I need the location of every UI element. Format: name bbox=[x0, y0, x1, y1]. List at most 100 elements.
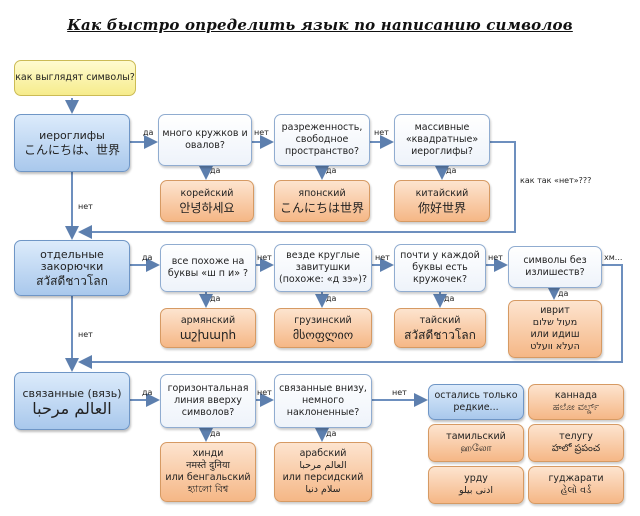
question-square: массивные «квадратные» иероглифы? bbox=[394, 114, 490, 166]
question-circles: много кружков и овалов? bbox=[158, 114, 252, 166]
question-text: почти у каждой буквы есть кружочек? bbox=[400, 250, 480, 285]
answer-armenian: армянский աշխարհ bbox=[160, 308, 256, 348]
answer-korean: корейский 안녕하세요 bbox=[160, 180, 254, 222]
yes-label: да bbox=[326, 294, 337, 303]
no-label: нет bbox=[257, 253, 272, 262]
answer-name: арабский bbox=[299, 448, 347, 459]
answer-name: тайский bbox=[419, 315, 461, 326]
answer-name: японский bbox=[298, 188, 346, 199]
answer-georgian: грузинский მსოფლიო bbox=[274, 308, 372, 348]
no-label: нет bbox=[488, 253, 503, 262]
answer-arabic: арабский العالم مرحبا или персидский سلا… bbox=[274, 442, 372, 502]
question-slanted: связанные внизу, немного наклоненные? bbox=[274, 374, 372, 428]
question-headline: горизонтальная линия вверху символов? bbox=[160, 374, 256, 428]
yes-label: да bbox=[326, 166, 337, 175]
answer-name: китайский bbox=[415, 188, 469, 199]
category-label: отдельные закорючки bbox=[40, 248, 104, 273]
yes-label: да bbox=[444, 294, 455, 303]
yes-label: да bbox=[446, 166, 457, 175]
start-label: как выглядят символы? bbox=[15, 72, 135, 83]
no-label: нет bbox=[374, 128, 389, 137]
how-no-label: как так «нет»??? bbox=[520, 176, 592, 185]
answer-name: тамильский bbox=[446, 431, 506, 442]
answer-sample: מעול שלום bbox=[532, 317, 578, 328]
rare-languages-node: остались только редкие... bbox=[428, 384, 524, 420]
no-label: нет bbox=[257, 388, 272, 397]
answer-japanese: японский こんにちは世界 bbox=[274, 180, 370, 222]
answer-sample: สวัสดีชาวโลก bbox=[404, 328, 476, 342]
answer-sample-alt: העלא וועלט bbox=[530, 341, 580, 352]
yes-label: да bbox=[143, 128, 154, 137]
question-letters: все похоже на буквы «ш п и» ? bbox=[160, 244, 256, 292]
answer-sample: ادنی بیلو bbox=[458, 485, 493, 496]
yes-label: да bbox=[142, 253, 153, 262]
category-sample: العالم مرحبا bbox=[32, 398, 112, 418]
no-label: нет bbox=[78, 202, 93, 211]
question-text: везде круглые завитушки (похоже: «д зэ»)… bbox=[278, 250, 367, 285]
category-ideograms: иероглифы こんにちは、世界 bbox=[14, 114, 130, 172]
answer-gujarati: гуджарати હેલો વર્ડ bbox=[528, 466, 624, 504]
answer-name: гуджарати bbox=[548, 473, 604, 484]
yes-label: да bbox=[326, 429, 337, 438]
answer-sample-alt: হ্যালো বিশ্ব bbox=[187, 484, 229, 495]
category-sample: こんにちは、世界 bbox=[23, 143, 120, 157]
answer-sample: ಹಲೋ ವರ್ಲ್ಡ್ bbox=[552, 402, 600, 413]
no-label: нет bbox=[392, 388, 407, 397]
question-loops: почти у каждой буквы есть кружочек? bbox=[394, 244, 486, 292]
answer-sample: 안녕하세요 bbox=[179, 201, 235, 215]
answer-name: каннада bbox=[554, 390, 598, 401]
category-cursive: связанные (вязь) العالم مرحبا bbox=[14, 372, 130, 430]
answer-name: иврит bbox=[540, 305, 570, 316]
category-label: связанные (вязь) bbox=[22, 386, 122, 400]
yes-label: да bbox=[558, 289, 569, 298]
answer-hindi: хинди नमस्ते दुनिया или бенгальский হ্যা… bbox=[160, 442, 256, 502]
yes-label: да bbox=[142, 388, 153, 397]
answer-name: корейский bbox=[180, 188, 234, 199]
question-text: связанные внизу, немного наклоненные? bbox=[279, 383, 367, 418]
question-text: символы без излишеств? bbox=[523, 255, 587, 278]
no-label: нет bbox=[78, 330, 93, 339]
category-sample: สวัสดีชาวโลก bbox=[36, 274, 108, 288]
question-plain: символы без излишеств? bbox=[508, 246, 602, 288]
yes-label: да bbox=[210, 294, 221, 303]
yes-label: да bbox=[210, 166, 221, 175]
answer-sample: హలో ప్రపంచ bbox=[551, 443, 601, 454]
question-text: горизонтальная линия вверху символов? bbox=[167, 383, 249, 418]
answer-sample: աշխարհ bbox=[179, 328, 237, 342]
question-sparse: разреженность, свободное пространство? bbox=[274, 114, 370, 166]
yes-label: да bbox=[210, 429, 221, 438]
answer-alt-label: или бенгальский bbox=[165, 472, 251, 483]
category-label: иероглифы bbox=[39, 129, 105, 142]
page-title: Как быстро определить язык по написанию … bbox=[67, 16, 573, 34]
answer-kannada: каннада ಹಲೋ ವರ್ಲ್ಡ್ bbox=[528, 384, 624, 420]
question-text: все похоже на буквы «ш п и» ? bbox=[167, 256, 249, 279]
question-curls: везде круглые завитушки (похоже: «д зэ»)… bbox=[274, 244, 372, 292]
answer-sample: こんにちは世界 bbox=[279, 201, 364, 215]
answer-hebrew: иврит מעול שלום или идиш העלא וועלט bbox=[508, 300, 602, 358]
question-text: остались только редкие... bbox=[434, 390, 518, 413]
answer-tamil: тамильский ஹலோ bbox=[428, 424, 524, 462]
no-label: нет bbox=[254, 128, 269, 137]
question-text: массивные «квадратные» иероглифы? bbox=[405, 122, 479, 157]
answer-name: телугу bbox=[559, 431, 593, 442]
start-node: как выглядят символы? bbox=[14, 60, 136, 96]
no-label: нет bbox=[375, 253, 390, 262]
answer-name: урду bbox=[464, 473, 488, 484]
answer-thai: тайский สวัสดีชาวโลก bbox=[394, 308, 486, 348]
answer-chinese: китайский 你好世界 bbox=[394, 180, 490, 222]
question-text: разреженность, свободное пространство? bbox=[281, 122, 363, 157]
answer-name: армянский bbox=[180, 315, 236, 326]
answer-urdu: урду ادنی بیلو bbox=[428, 466, 524, 504]
answer-sample: ஹலோ bbox=[460, 443, 492, 454]
answer-sample: नमस्ते दुनिया bbox=[186, 460, 230, 471]
answer-telugu: телугу హలో ప్రపంచ bbox=[528, 424, 624, 462]
answer-alt-label: или персидский bbox=[282, 472, 364, 483]
answer-name: грузинский bbox=[294, 315, 352, 326]
question-text: много кружков и овалов? bbox=[162, 128, 248, 151]
answer-name: хинди bbox=[192, 448, 224, 459]
answer-sample: მსოფლიო bbox=[292, 328, 354, 342]
answer-alt-label: или идиш bbox=[530, 329, 580, 340]
answer-sample: العالم مرحبا bbox=[299, 460, 347, 471]
category-separate: отдельные закорючки สวัสดีชาวโลก bbox=[14, 240, 130, 296]
